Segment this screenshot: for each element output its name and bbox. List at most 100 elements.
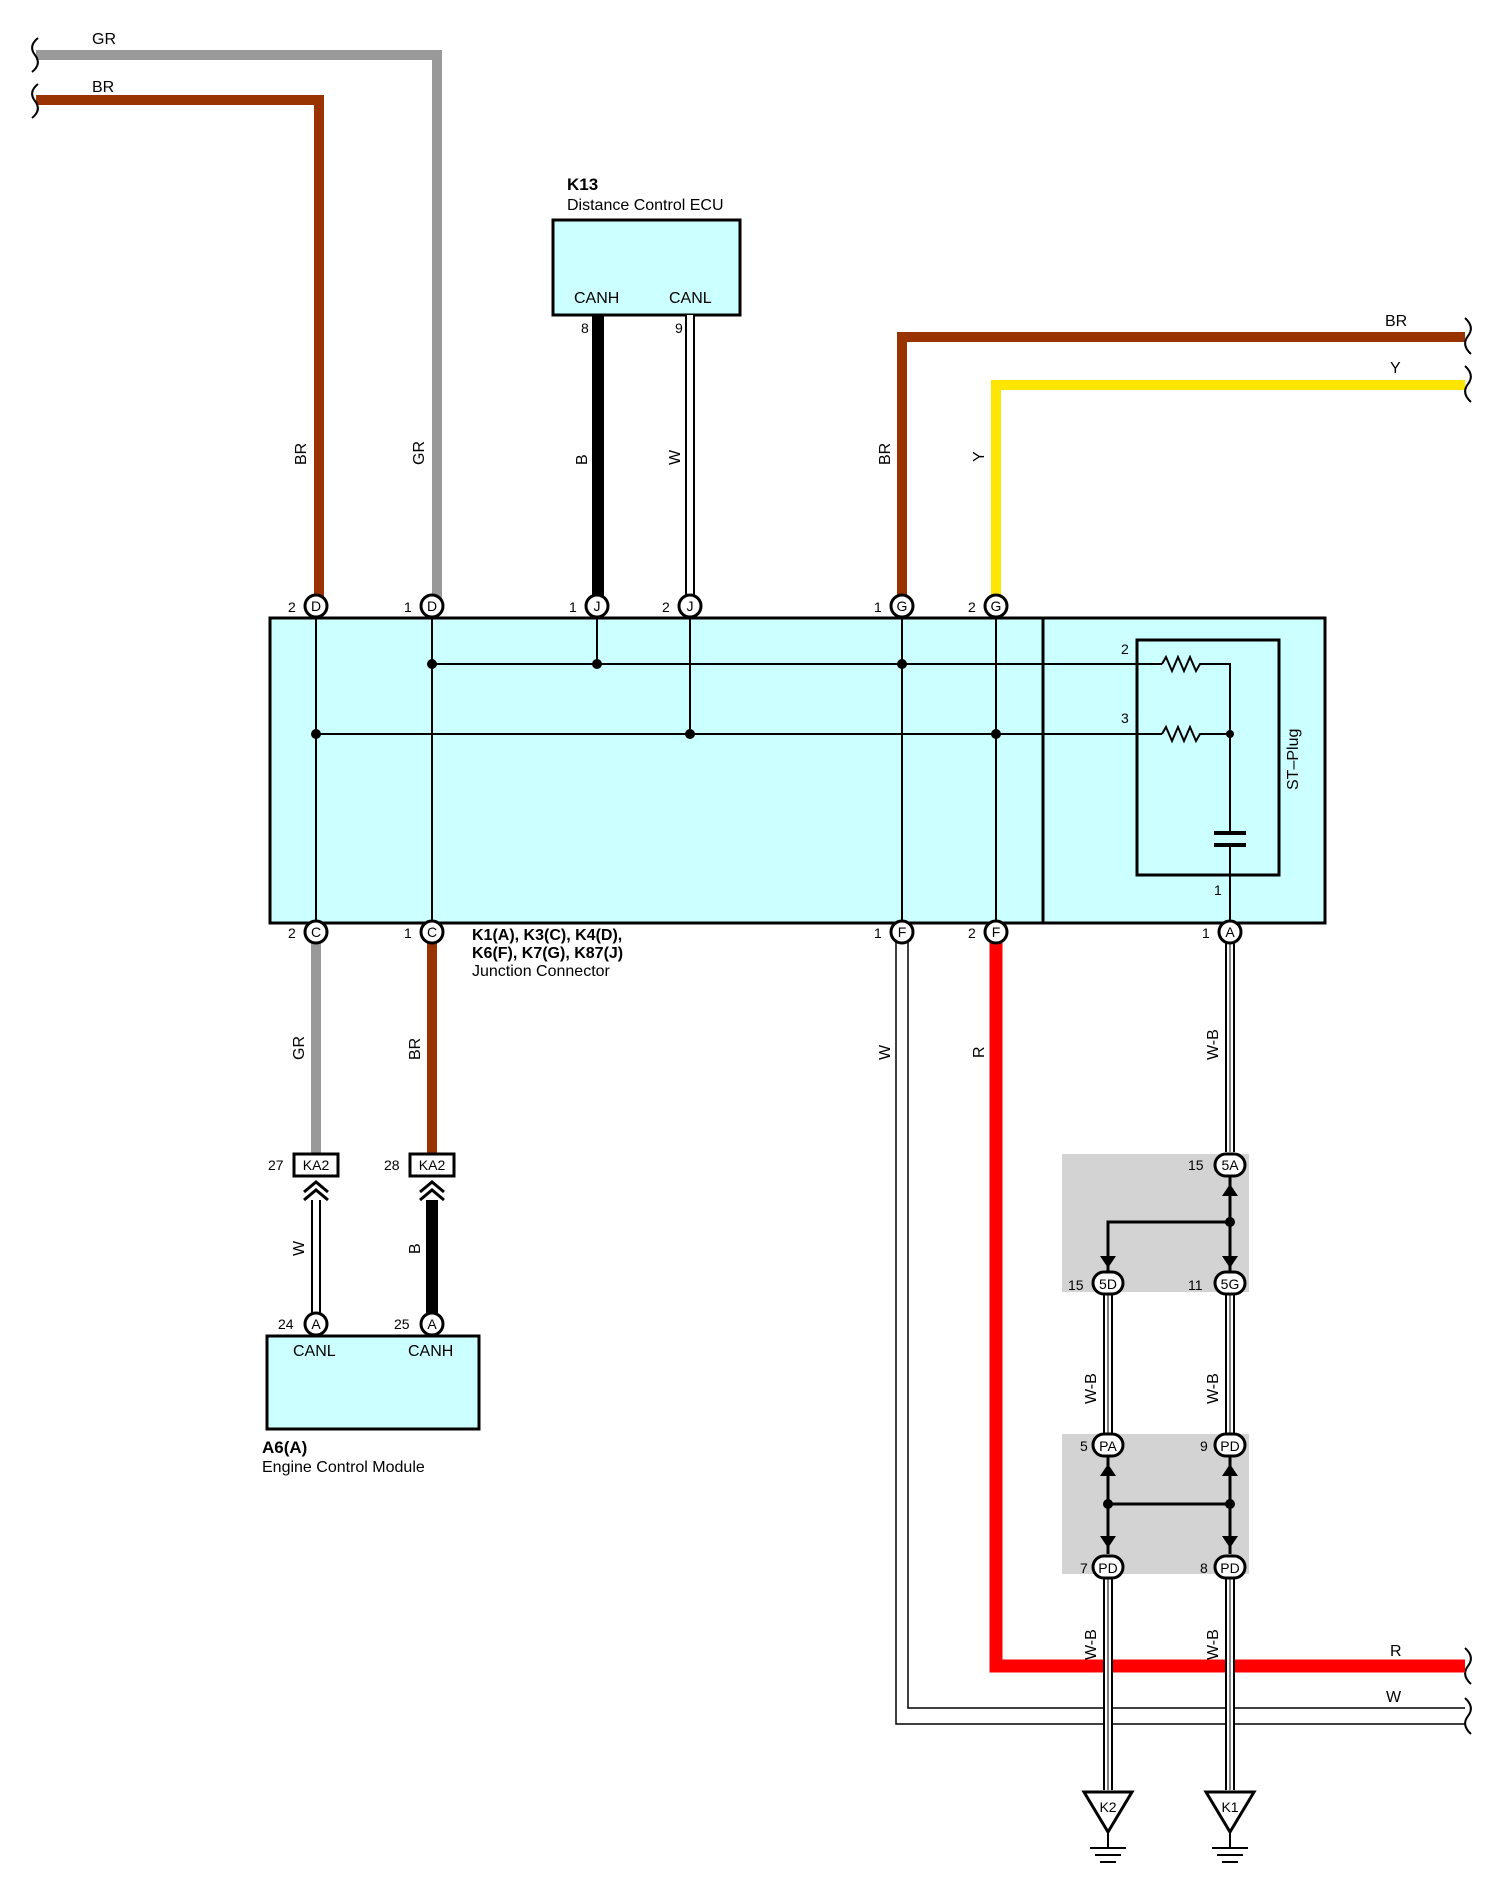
k13-canl-label: CANL (669, 290, 712, 307)
wire-label-w-bottom: W (1386, 1689, 1402, 1706)
wire-gr-top (36, 50, 442, 612)
wire-label-gr-top: GR (92, 31, 116, 48)
svg-text:5: 5 (1080, 1438, 1088, 1454)
svg-text:PD: PD (1220, 1560, 1239, 1576)
k13-code: K13 (567, 175, 598, 194)
wire-label-wb-8: W-B (1205, 1629, 1222, 1660)
splice-pin-pd8: 8 PD (1200, 1554, 1247, 1580)
ground-k2-icon: K2 (1081, 1790, 1135, 1863)
wire-label-br-left: BR (293, 443, 310, 465)
arrow-up-5a (1222, 1184, 1238, 1196)
junction-dot (897, 659, 907, 669)
svg-text:PA: PA (1099, 1438, 1117, 1454)
k13-pin-8: 8 (581, 320, 589, 336)
a6-code: A6(A) (262, 1438, 307, 1457)
arrow-down-5d (1100, 1256, 1116, 1268)
svg-text:5D: 5D (1099, 1276, 1117, 1292)
svg-text:F: F (898, 924, 907, 940)
wire-label-br-right-h: BR (1385, 313, 1407, 330)
k13-ecu-box (551, 218, 742, 317)
bottom-pin-c1: 1 C (404, 919, 445, 945)
svg-text:1: 1 (404, 599, 412, 615)
svg-text:K1: K1 (1221, 1799, 1238, 1815)
svg-text:9: 9 (1200, 1438, 1208, 1454)
svg-text:15: 15 (1068, 1277, 1084, 1293)
junction-codes-line1: K1(A), K3(C), K4(D), (472, 927, 622, 944)
wire-label-r-bottom: R (1390, 1643, 1402, 1660)
wire-break-r (1464, 1647, 1472, 1685)
splice-pin-pd7: 7 PD (1080, 1554, 1125, 1580)
svg-text:2: 2 (662, 599, 670, 615)
wire-label-br-top: BR (92, 79, 114, 96)
wire-label-r-f2: R (971, 1046, 988, 1058)
a6-ecm-box (265, 1334, 481, 1431)
junction-dot (1225, 1217, 1235, 1227)
svg-text:D: D (311, 598, 321, 614)
wire-y-right (991, 380, 1465, 612)
svg-text:5G: 5G (1221, 1276, 1240, 1292)
wire-label-wb-5g: W-B (1205, 1373, 1222, 1404)
wire-label-b: B (574, 454, 591, 465)
junction-dot (1103, 1499, 1113, 1509)
junction-connector-box (268, 616, 1327, 925)
splice-pin-5g: 11 5G (1188, 1270, 1247, 1296)
wire-label-y-right-h: Y (1390, 360, 1401, 377)
bottom-pin-a1: 1 A (1202, 919, 1243, 945)
k13-pin-9: 9 (675, 320, 683, 336)
top-pin-d1: 1 D (404, 593, 445, 619)
st-plug-box (1135, 638, 1281, 877)
wire-label-y-right-v: Y (971, 451, 988, 462)
svg-text:2: 2 (968, 599, 976, 615)
junction-name: Junction Connector (472, 963, 611, 980)
arrow-down-pd7 (1100, 1536, 1116, 1548)
wire-label-wb-5d: W-B (1083, 1373, 1100, 1404)
k13-name: Distance Control ECU (567, 197, 724, 214)
svg-text:J: J (687, 598, 694, 614)
svg-text:PD: PD (1220, 1438, 1239, 1454)
wire-label-w-f1: W (877, 1044, 894, 1060)
svg-text:2: 2 (288, 925, 296, 941)
svg-text:KA2: KA2 (419, 1157, 446, 1173)
top-pin-g2: 2 G (968, 593, 1009, 619)
svg-text:15: 15 (1188, 1157, 1204, 1173)
a6-name: Engine Control Module (262, 1459, 425, 1476)
wire-w-f1-outline-b (907, 935, 1465, 1709)
wire-break-right-1 (1464, 317, 1472, 355)
svg-text:D: D (427, 598, 437, 614)
wire-br-top (36, 95, 324, 612)
bottom-pin-f2: 2 F (968, 919, 1009, 945)
ka2-connector-27: 27 KA2 (268, 1152, 340, 1202)
svg-text:28: 28 (384, 1157, 400, 1173)
junction-dot (311, 729, 321, 739)
junction-dot (1225, 1499, 1235, 1509)
splice-pin-5d: 15 5D (1068, 1270, 1125, 1296)
a6-pin-25: 25 A (394, 1311, 445, 1337)
res-pin-3: 3 (1121, 710, 1129, 726)
svg-text:J: J (594, 598, 601, 614)
svg-text:G: G (897, 598, 908, 614)
k13-canh-label: CANH (574, 290, 619, 307)
res-pin-2: 2 (1121, 641, 1129, 657)
svg-text:11: 11 (1188, 1277, 1203, 1293)
wire-label-br-low: BR (407, 1038, 424, 1060)
arrow-up-pa (1100, 1464, 1116, 1476)
junction-dot (592, 659, 602, 669)
a6-pin-24: 24 A (278, 1311, 329, 1337)
top-pin-g1: 1 G (874, 593, 915, 619)
wire-break-right-2 (1464, 365, 1472, 403)
svg-text:A: A (427, 1316, 437, 1332)
wire-w-f1-outline-a (895, 935, 1465, 1725)
wire-br-right (897, 332, 1465, 612)
splice-pin-pd9: 9 PD (1200, 1432, 1247, 1458)
junction-dot (991, 729, 1001, 739)
svg-text:KA2: KA2 (303, 1157, 330, 1173)
ground-k1-icon: K1 (1203, 1790, 1257, 1863)
svg-text:7: 7 (1080, 1560, 1088, 1576)
splice-pin-pa: 5 PA (1080, 1432, 1125, 1458)
svg-text:F: F (992, 924, 1001, 940)
svg-text:1: 1 (1202, 925, 1210, 941)
junction-dot (427, 659, 437, 669)
wire-label-br-right-v: BR (877, 443, 894, 465)
splice-pin-5a: 15 5A (1188, 1152, 1247, 1178)
wire-label-wb-7: W-B (1083, 1629, 1100, 1660)
